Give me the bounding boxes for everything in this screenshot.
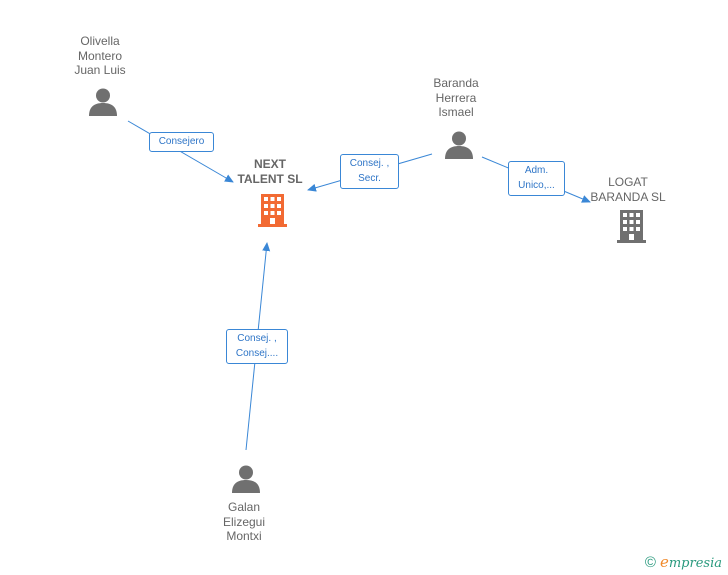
node-label-line: Elizegui	[222, 514, 266, 529]
node-label-olivella[interactable]: Olivella Montero Juan Luis	[55, 34, 145, 78]
node-label-line: Montero	[77, 48, 123, 63]
person-icon[interactable]	[89, 88, 117, 117]
edge-label-baranda-logat[interactable]: Adm. Unico,...	[508, 161, 565, 196]
edge-label-line: Secr.	[358, 173, 381, 184]
edge-label-line: Unico,...	[518, 180, 555, 191]
brand-rest: mpresia	[668, 556, 722, 571]
empresia-logo: empresia	[660, 553, 722, 571]
node-label-line: Juan Luis	[74, 63, 126, 77]
edge-label-line: Adm.	[524, 165, 549, 176]
node-label-line: Olivella	[80, 34, 120, 48]
node-label-line: NEXT	[253, 157, 286, 171]
footer-brand: © empresia	[645, 553, 722, 571]
node-label-line: Herrera	[435, 90, 477, 105]
node-label-logat-baranda[interactable]: LOGAT BARANDA SL	[578, 175, 678, 204]
edge-label-baranda-next-talent[interactable]: Consej. , Secr.	[340, 154, 399, 189]
edge-label-line: Consej....	[235, 348, 279, 359]
edge-label-olivella-next-talent[interactable]: Consejero	[149, 132, 214, 152]
edge-label-line: Consejero	[158, 136, 205, 147]
building-icon[interactable]	[258, 194, 287, 227]
node-label-galan[interactable]: Galan Elizegui Montxi	[199, 500, 289, 544]
building-icon[interactable]	[617, 210, 646, 243]
node-label-line: TALENT SL	[237, 171, 303, 186]
node-label-line: Galan	[227, 500, 261, 514]
node-label-baranda[interactable]: Baranda Herrera Ismael	[411, 76, 501, 120]
node-label-next-talent[interactable]: NEXT TALENT SL	[220, 157, 320, 186]
node-label-line: LOGAT	[608, 175, 648, 189]
edge-label-galan-next-talent[interactable]: Consej. , Consej....	[226, 329, 288, 364]
copyright-symbol: ©	[644, 553, 656, 571]
brand-initial: e	[659, 553, 669, 571]
edge-label-line: Consej. ,	[237, 333, 277, 344]
node-label-line: Montxi	[226, 529, 262, 543]
node-label-line: Ismael	[438, 105, 474, 119]
node-label-line: Baranda	[433, 76, 479, 90]
person-icon[interactable]	[232, 465, 260, 494]
node-label-line: BARANDA SL	[590, 189, 666, 204]
person-icon[interactable]	[445, 131, 473, 160]
edge-label-line: Consej. ,	[349, 158, 390, 169]
